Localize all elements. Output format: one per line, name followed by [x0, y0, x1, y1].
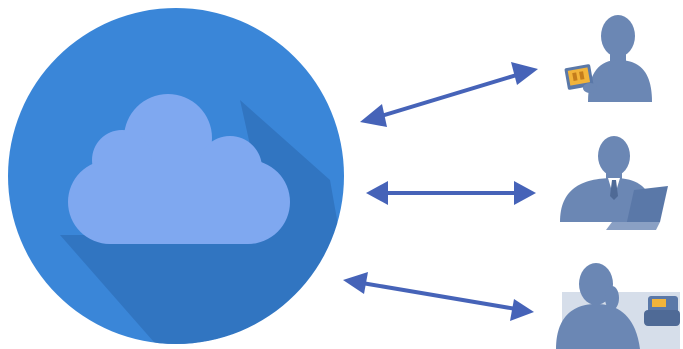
- arrow-to-laptop-user: [366, 181, 536, 205]
- person-with-phone-icon: [556, 263, 680, 349]
- person-with-laptop-icon: [560, 136, 668, 230]
- cloud-icon: [68, 94, 290, 244]
- cloud-node: [8, 8, 344, 344]
- person-with-tablet-icon: [564, 15, 652, 102]
- arrow-to-tablet-user: [360, 62, 538, 127]
- cloud-shadow: [60, 100, 344, 344]
- arrows: [343, 62, 538, 321]
- arrow-to-phone-user: [343, 272, 534, 321]
